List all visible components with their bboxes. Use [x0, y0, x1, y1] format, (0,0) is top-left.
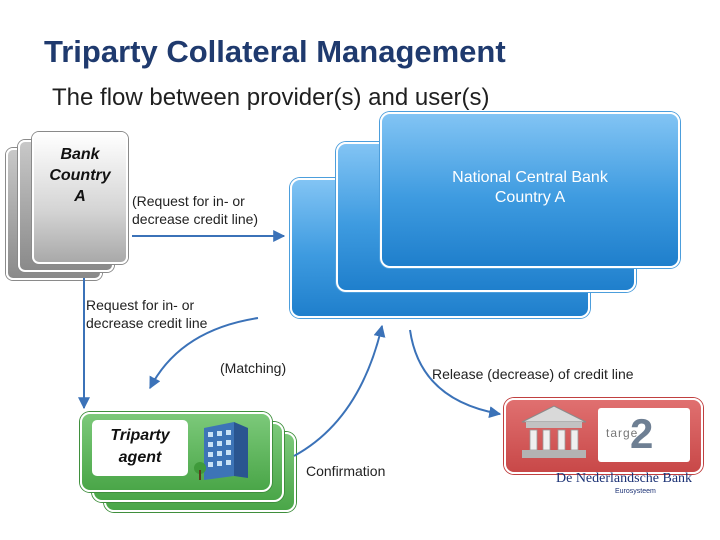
flow-label-confirmation: Confirmation: [306, 463, 386, 479]
dnb-logo-name: De Nederlandsche Bank: [556, 471, 693, 486]
flow-label-bank-to-ncb: (Request for in- or decrease credit line…: [132, 192, 258, 228]
target2-logo-number: 2: [630, 410, 654, 457]
triparty-label-box: [92, 420, 188, 476]
page-subtitle: The flow between provider(s) and user(s): [52, 84, 490, 111]
page-title: Triparty Collateral Management: [44, 34, 506, 69]
ncb-label-line1: National Central Bank: [452, 169, 608, 186]
bank-label: Bank Country A: [30, 144, 130, 207]
arrow-confirmation: [293, 324, 386, 457]
flow-label-release: Release (decrease) of credit line: [432, 366, 634, 382]
flow-label-request-line1: Request for in- or: [86, 297, 195, 313]
flow-label-bank-to-ncb-line2: decrease credit line): [132, 211, 259, 227]
triparty-label: Triparty agent: [92, 425, 188, 469]
target2-logo-panel: [598, 408, 690, 462]
flow-label-matching: (Matching): [220, 360, 287, 376]
dnb-logo-subtitle: Eurosysteem: [615, 488, 656, 495]
ncb-label-line2: Country A: [494, 189, 566, 206]
ncb-card-front: [380, 112, 680, 268]
flow-label-bank-to-ncb-line1: (Request for in- or: [132, 193, 245, 209]
bank-label-line2: Country: [49, 167, 111, 184]
triparty-label-line2: agent: [118, 449, 162, 466]
triparty-label-line1: Triparty: [110, 427, 170, 444]
ncb-label: National Central Bank Country A: [420, 168, 640, 208]
target2-logo-word: targe: [606, 426, 639, 440]
bank-card-front: [32, 132, 128, 264]
bank-label-line1: Bank: [60, 146, 100, 163]
flow-label-request: Request for in- or decrease credit line: [86, 296, 207, 332]
bank-label-line3: A: [74, 188, 86, 205]
flow-label-request-line2: decrease credit line: [86, 315, 208, 331]
